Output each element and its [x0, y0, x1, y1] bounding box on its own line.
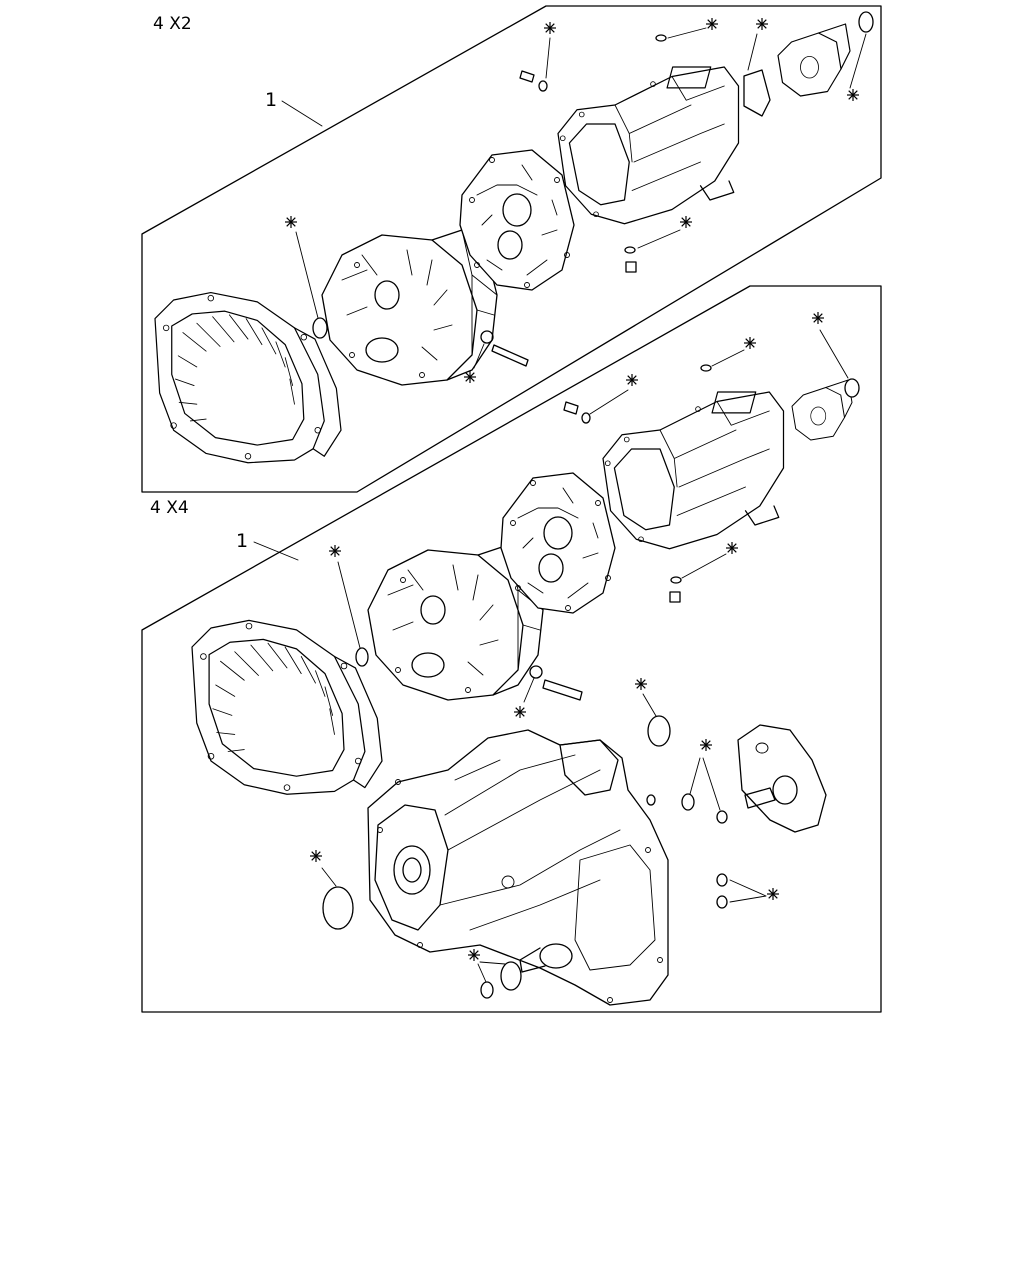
seal-marker-icon: [513, 705, 527, 719]
seal-marker-icon: [725, 541, 739, 555]
callout-number: 1: [265, 89, 277, 111]
panel-4x4: 4 X4 1: [141, 285, 882, 1013]
oil-seal: [681, 793, 695, 811]
bell-housing: [154, 291, 342, 464]
oil-seal: [647, 715, 671, 747]
o-ring: [655, 34, 667, 42]
bolt: [563, 401, 579, 415]
seal-marker-icon: [328, 544, 342, 558]
transfer-case: [367, 729, 669, 1006]
oil-seal: [500, 961, 522, 991]
oil-seal: [355, 647, 369, 667]
seal-marker-icon: [543, 21, 557, 35]
oil-seal: [312, 317, 328, 339]
seal-marker-icon: [625, 373, 639, 387]
extension-housing: [791, 379, 853, 441]
seal-marker-icon: [634, 677, 648, 691]
transmission-case: [557, 66, 740, 225]
marker-leader: [321, 329, 849, 983]
seal-marker-icon: [463, 370, 477, 384]
o-ring: [480, 981, 494, 999]
washer: [480, 330, 494, 344]
marker-leader: [295, 27, 867, 369]
oil-seal: [858, 11, 874, 33]
transfer-rear-cover: [737, 724, 827, 833]
bolt: [542, 679, 583, 701]
bell-housing: [191, 619, 383, 795]
extension-housing: [777, 23, 851, 97]
callout-leader: [281, 100, 323, 127]
panel-frame: [141, 285, 882, 1013]
intermediate-plate: [459, 149, 575, 291]
panel-frame: [141, 5, 882, 493]
bolt: [491, 344, 529, 367]
seal-marker-icon: [309, 849, 323, 863]
seal-marker-icon: [284, 215, 298, 229]
extension-gasket: [743, 69, 771, 117]
o-ring: [716, 895, 728, 909]
o-ring: [716, 873, 728, 887]
transmission-case: [602, 391, 785, 550]
seal-marker-icon: [743, 336, 757, 350]
o-ring: [624, 246, 636, 254]
seal-marker-icon: [679, 215, 693, 229]
oil-seal: [844, 378, 860, 398]
o-ring: [670, 576, 682, 584]
seal-marker-icon: [846, 88, 860, 102]
drain-plug: [625, 261, 637, 273]
washer: [529, 665, 543, 679]
callout-leader: [253, 541, 299, 561]
oil-seal: [322, 886, 354, 930]
seal-marker-icon: [467, 948, 481, 962]
seal-marker-icon: [755, 17, 769, 31]
seal-marker-icon: [699, 738, 713, 752]
o-ring: [538, 80, 548, 92]
o-ring: [700, 364, 712, 372]
panel-title: 4 X2: [153, 14, 192, 34]
seal-marker-icon: [705, 17, 719, 31]
panel-title: 4 X4: [150, 498, 189, 518]
o-ring: [716, 810, 728, 824]
o-ring: [646, 794, 656, 806]
panel-4x2: 4 X2 1: [141, 5, 882, 493]
seal-marker-icon: [811, 311, 825, 325]
o-ring: [581, 412, 591, 424]
drain-plug: [669, 591, 681, 603]
callout-number: 1: [236, 530, 248, 552]
seal-marker-icon: [766, 887, 780, 901]
bolt: [519, 70, 535, 83]
